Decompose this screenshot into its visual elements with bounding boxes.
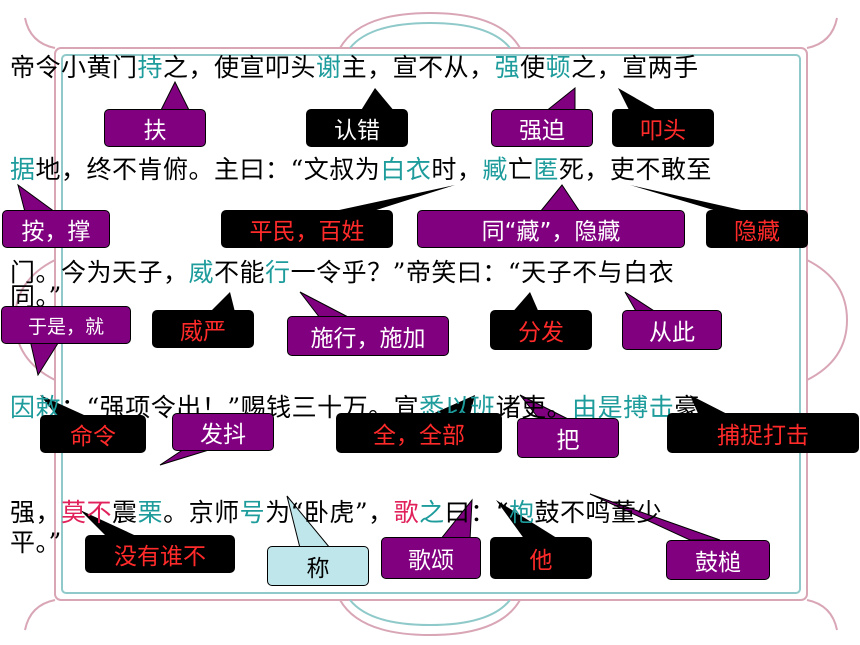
- text-line-6: 强，莫不震栗。京师号为“卧虎”，歌之曰：“枹鼓不鸣董少: [10, 498, 662, 528]
- callout-fenfa: 分发: [490, 310, 592, 350]
- text-line-3: 门。今为天子，威不能行一令乎？”帝笑曰：“天子不与白衣: [10, 258, 674, 288]
- text-segment: 使: [520, 53, 546, 82]
- text-segment: 一令乎？”帝笑曰：“天子不与白衣: [290, 258, 675, 287]
- callout-fu: 扶: [104, 109, 206, 147]
- callout-pingmin: 平民，百姓: [221, 210, 393, 248]
- text-segment: 不能: [214, 258, 266, 287]
- text-segment: 顿: [545, 53, 572, 82]
- text-segment: 平。”: [10, 528, 62, 557]
- text-segment: 曰：“: [444, 498, 509, 527]
- text-segment: 诸吏。: [495, 393, 573, 422]
- callout-quanbu: 全，全部: [336, 413, 502, 453]
- text-segment: 搏击: [623, 393, 675, 422]
- callout-shixing: 施行，施加: [287, 316, 449, 356]
- callout-congci: 从此: [622, 310, 722, 350]
- text-segment: 据: [10, 155, 36, 184]
- text-segment: 死，吏不敢至: [558, 155, 712, 184]
- callout-guchui: 鼓槌: [666, 540, 770, 580]
- text-segment: 行: [265, 258, 291, 287]
- text-segment: 门。今为天子，: [10, 258, 189, 287]
- text-segment: 鼓不鸣董少: [534, 498, 662, 527]
- callout-tongcang: 同“藏”，隐藏: [417, 210, 685, 248]
- text-segment: 由是: [572, 393, 624, 422]
- text-segment: 地，终不肯俯。主曰：“文叔为: [35, 155, 381, 184]
- text-segment: 强: [494, 53, 521, 82]
- text-segment: 威: [188, 258, 215, 287]
- callout-gesong: 歌颂: [381, 537, 481, 579]
- text-segment: 之，使宣叩头: [163, 53, 317, 82]
- callout-koutou: 叩头: [612, 109, 714, 147]
- text-segment: 强，: [10, 498, 62, 527]
- text-segment: 号: [239, 498, 266, 527]
- text-segment: 震: [112, 498, 138, 527]
- callout-cheng: 称: [267, 546, 369, 586]
- text-segment: 臧: [482, 155, 508, 184]
- text-segment: 为“卧虎”，: [265, 498, 394, 527]
- callout-weiyan: 威严: [152, 310, 254, 348]
- text-line-7: 平。”: [10, 528, 62, 558]
- callout-mingling: 命令: [40, 415, 146, 453]
- text-segment: 之，宣两手: [571, 53, 699, 82]
- text-segment: 帝令小黄门: [10, 53, 138, 82]
- text-segment: 匿: [533, 155, 559, 184]
- text-line-1: 帝令小黄门持之，使宣叩头谢主，宣不从，强使顿之，宣两手: [10, 53, 699, 83]
- callout-yincang: 隐藏: [706, 210, 808, 248]
- text-segment: 栗: [137, 498, 164, 527]
- text-segment: 莫不: [61, 498, 113, 527]
- callout-rencuo: 认错: [306, 109, 408, 147]
- text-segment: 白衣: [380, 155, 432, 184]
- text-segment: 主，宣不从，: [341, 53, 495, 82]
- text-segment: 歌: [393, 498, 420, 527]
- text-segment: 亡: [507, 155, 534, 184]
- callout-buzhuo: 捕捉打击: [667, 413, 859, 453]
- text-segment: 因: [10, 393, 36, 422]
- text-segment: 之: [419, 498, 445, 527]
- text-segment: 时，: [431, 155, 483, 184]
- callout-fadou: 发抖: [172, 413, 274, 451]
- text-segment: 谢: [316, 53, 342, 82]
- callout-ta: 他: [490, 537, 592, 579]
- callout-meiyou: 没有谁不: [85, 535, 235, 573]
- text-segment: 持: [137, 53, 164, 82]
- text-line-2: 据地，终不肯俯。主曰：“文叔为白衣时，臧亡匿死，吏不敢至: [10, 155, 712, 185]
- callout-ba: 把: [517, 418, 619, 458]
- text-segment: 枹: [508, 498, 535, 527]
- text-segment: 。京师: [163, 498, 240, 527]
- callout-an-cheng: 按，撑: [2, 210, 110, 248]
- callout-yushi: 于是，就: [1, 306, 131, 344]
- callout-qiangpo: 强迫: [491, 109, 593, 147]
